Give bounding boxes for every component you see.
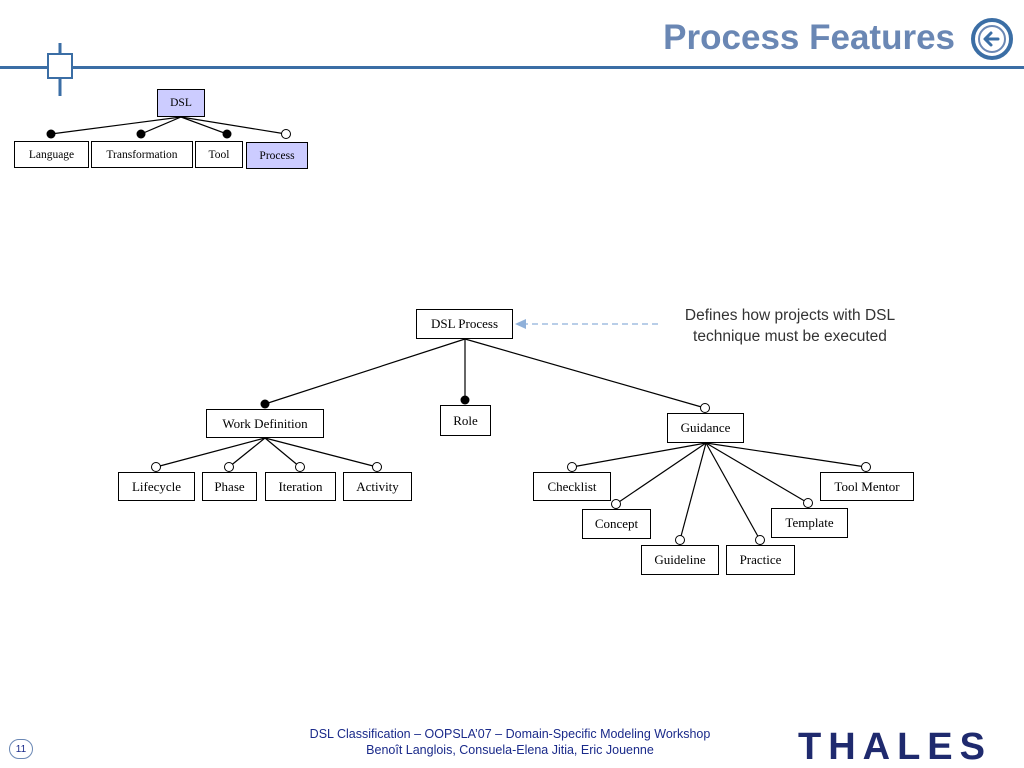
feature-dsl: DSL <box>157 89 205 117</box>
feature-guideline: Guideline <box>641 545 719 575</box>
annotation-line-2: technique must be executed <box>693 328 887 345</box>
optional-marker <box>861 462 871 472</box>
footer-line-2: Benoît Langlois, Consuela-Elena Jitia, E… <box>366 743 654 757</box>
feature-concept: Concept <box>582 509 651 539</box>
annotation-line-1: Defines how projects with DSL <box>684 307 896 324</box>
optional-marker <box>281 129 291 139</box>
mandatory-marker <box>460 395 470 405</box>
footer-line-1: DSL Classification – OOPSLA’07 – Domain-… <box>309 727 711 741</box>
optional-marker <box>755 535 765 545</box>
feature-phase: Phase <box>202 472 257 501</box>
feature-language: Language <box>14 141 89 168</box>
footer-text: DSL Classification – OOPSLA’07 – Domain-… <box>260 726 760 758</box>
optional-marker <box>675 535 685 545</box>
mandatory-marker <box>222 129 232 139</box>
optional-marker <box>567 462 577 472</box>
page-title: Process Features <box>663 18 955 57</box>
thales-logo-text: THALES <box>798 726 992 766</box>
feature-guidance: Guidance <box>667 413 744 443</box>
feature-lifecycle: Lifecycle <box>118 472 195 501</box>
optional-marker <box>803 498 813 508</box>
title-underline <box>0 66 1024 69</box>
feature-practice: Practice <box>726 545 795 575</box>
optional-marker <box>151 462 161 472</box>
feature-tool-mentor: Tool Mentor <box>820 472 914 501</box>
feature-template: Template <box>771 508 848 538</box>
feature-checklist: Checklist <box>533 472 611 501</box>
optional-marker <box>224 462 234 472</box>
feature-iteration: Iteration <box>265 472 336 501</box>
optional-marker <box>372 462 382 472</box>
optional-marker <box>700 403 710 413</box>
feature-process: Process <box>246 142 308 169</box>
optional-marker <box>295 462 305 472</box>
feature-activity: Activity <box>343 472 412 501</box>
mandatory-marker <box>136 129 146 139</box>
page-number: 11 <box>9 739 33 759</box>
back-arrow-icon[interactable] <box>970 17 1014 61</box>
feature-work-definition: Work Definition <box>206 409 324 438</box>
mandatory-marker <box>46 129 56 139</box>
feature-transformation: Transformation <box>91 141 193 168</box>
feature-tool: Tool <box>195 141 243 168</box>
thales-logo: THALES <box>798 726 992 766</box>
annotation-text: Defines how projects with DSL technique … <box>650 305 930 347</box>
feature-role: Role <box>440 405 491 436</box>
corner-decoration-icon <box>47 43 73 96</box>
mandatory-marker <box>260 399 270 409</box>
feature-dsl-process: DSL Process <box>416 309 513 339</box>
optional-marker <box>611 499 621 509</box>
